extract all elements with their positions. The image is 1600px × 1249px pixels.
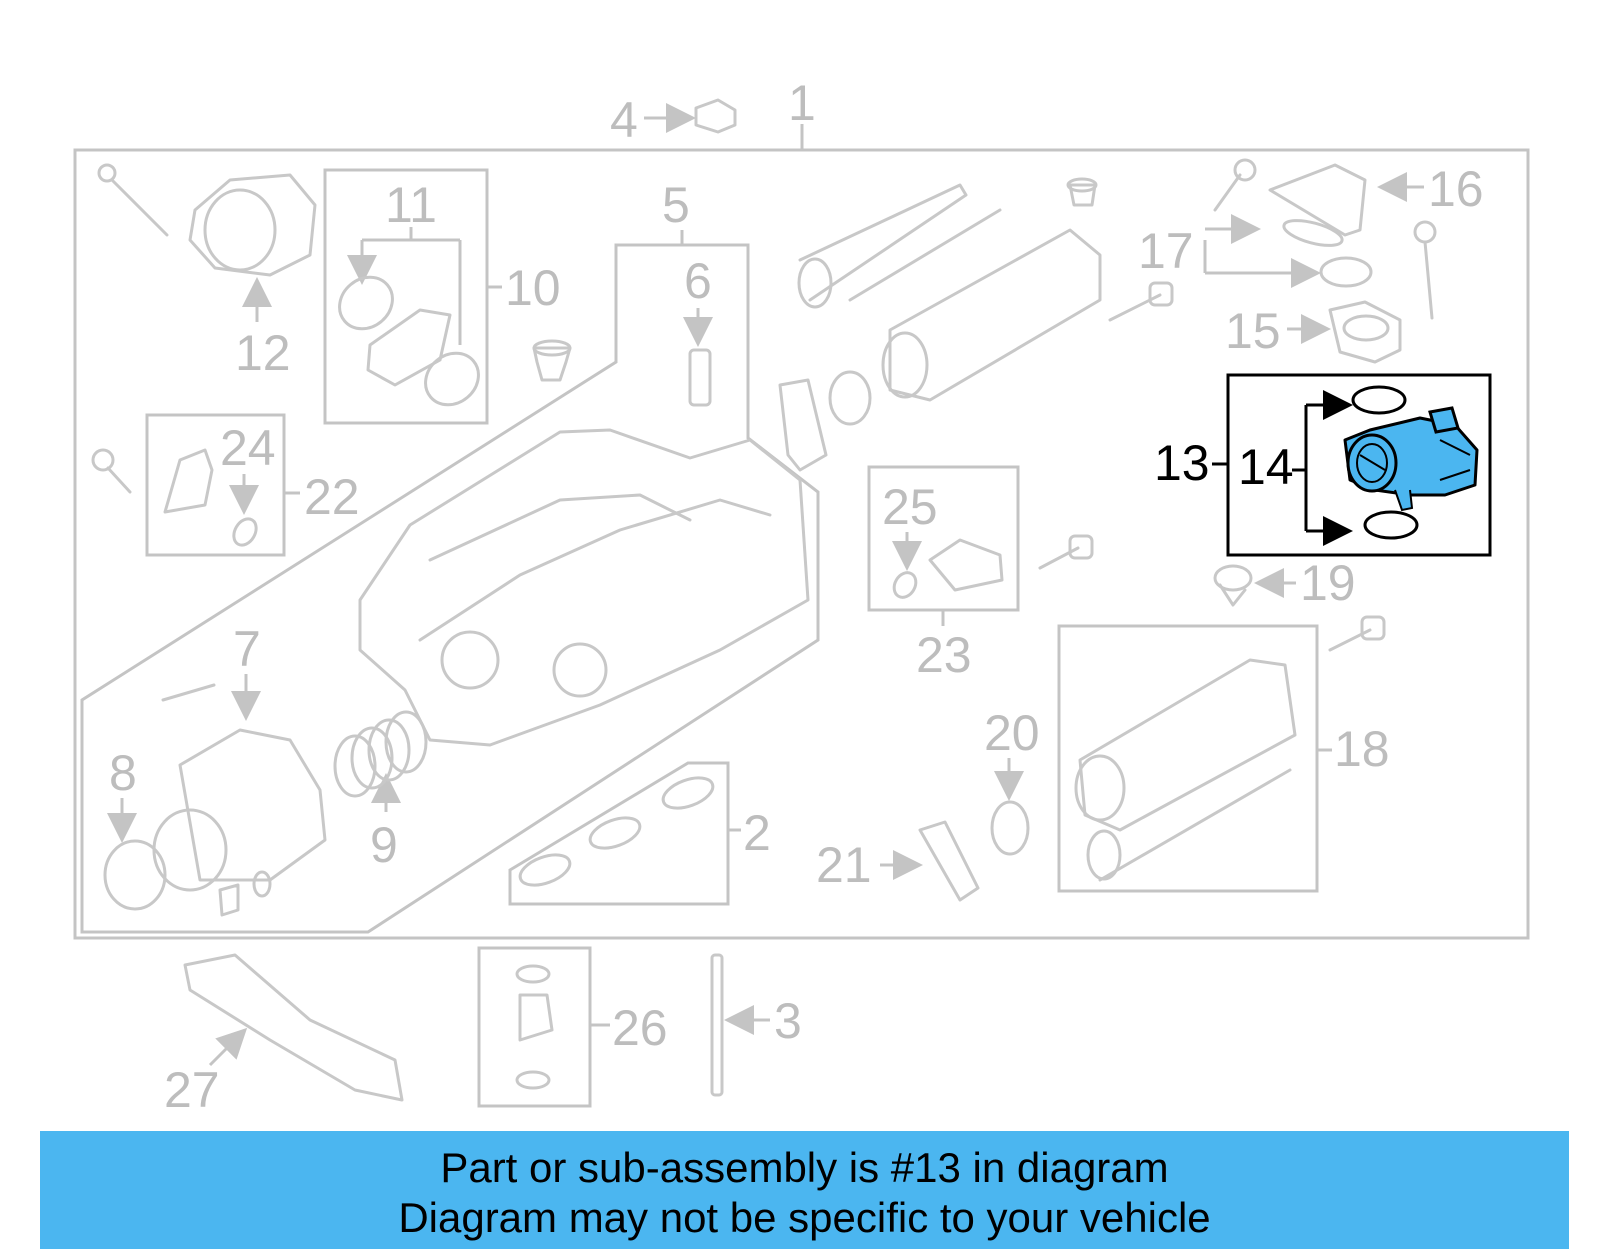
group-box-18 [1057, 624, 1319, 893]
pulley-7-icon [103, 683, 327, 917]
banner-line-1: Part or sub-assembly is #13 in diagram [440, 1144, 1169, 1191]
bolt-part-icon [97, 163, 169, 237]
bolt-top-icon [1066, 177, 1098, 207]
long-bolt-icon [1413, 220, 1437, 320]
callout-2: 2 [743, 805, 771, 861]
callout-13: 13 [1154, 435, 1210, 491]
sensor-23-icon [892, 538, 1004, 599]
callout-15: 15 [1225, 303, 1281, 359]
callout-3: 3 [774, 993, 802, 1049]
outlet-16-icon [1268, 163, 1373, 288]
intercooler-18-icon [1074, 658, 1297, 882]
throttle-housing-12-icon [188, 173, 317, 277]
sensor-22-icon [91, 448, 258, 547]
sleeve-6-icon [688, 348, 712, 407]
seal-20-icon [990, 800, 1030, 856]
gasket-21-icon [918, 820, 980, 902]
plug-icon [532, 339, 572, 382]
callout-24: 24 [220, 420, 276, 476]
callout-25: 25 [882, 479, 938, 535]
tube-pipes-icon [797, 183, 1002, 309]
callout-20: 20 [984, 705, 1040, 761]
callout-22: 22 [304, 469, 360, 525]
callout-8: 8 [109, 745, 137, 801]
callout-1: 1 [788, 75, 816, 131]
callout-16: 16 [1428, 161, 1484, 217]
callout-26: 26 [612, 1000, 668, 1056]
stud-3-icon [710, 953, 724, 1097]
group-box-26 [477, 946, 592, 1108]
bolt-16-icon [1213, 158, 1257, 212]
group-box-23-25 [867, 465, 1020, 612]
callout-18: 18 [1334, 721, 1390, 777]
supercharger-body-icon [358, 428, 810, 747]
flange-15-icon [1328, 300, 1402, 364]
callout-14: 14 [1238, 439, 1294, 495]
callout-17: 17 [1138, 223, 1194, 279]
callout-19: 19 [1300, 555, 1356, 611]
callout-11: 11 [385, 177, 437, 233]
group-box-10-11 [323, 168, 489, 425]
banner-line-2: Diagram may not be specific to your vehi… [398, 1194, 1211, 1241]
fitting-26-icon [515, 964, 554, 1090]
callout-10: 10 [505, 260, 561, 316]
callout-23: 23 [916, 627, 972, 683]
callout-5: 5 [662, 177, 690, 233]
cap-19-icon [1213, 564, 1253, 607]
throttle-body-13-icon [1343, 406, 1479, 512]
callout-6: 6 [684, 253, 712, 309]
o-ring-lower-icon [1363, 510, 1419, 540]
seal-rings-10-icon [338, 275, 480, 407]
callout-7: 7 [233, 621, 261, 677]
spring-9-icon [333, 710, 428, 798]
group-box-22-24 [145, 413, 286, 557]
intercooler-top-icon [881, 228, 1102, 402]
callout-27: 27 [164, 1062, 220, 1118]
gasket-2-icon [518, 776, 715, 887]
info-banner: Part or sub-assembly is #13 in diagram D… [40, 1131, 1569, 1249]
callout-21: 21 [816, 837, 872, 893]
supercharger-group-frame [80, 243, 820, 934]
bolt-17-icon [1108, 281, 1174, 322]
nut-4-icon [694, 98, 737, 134]
callout-12: 12 [235, 325, 291, 381]
o-ring-upper-icon [1351, 385, 1407, 415]
callout-9: 9 [370, 817, 398, 873]
bolt-18-icon [1328, 615, 1386, 652]
bolt-mid-icon [1038, 534, 1094, 570]
parts-diagram: 1 4 5 6 10 11 12 16 17 15 22 24 25 23 19… [73, 75, 1530, 1118]
pipe-27-icon [183, 953, 404, 1102]
callout-4: 4 [610, 92, 638, 148]
group-box-2 [508, 761, 730, 906]
gasket-icon [778, 370, 872, 472]
